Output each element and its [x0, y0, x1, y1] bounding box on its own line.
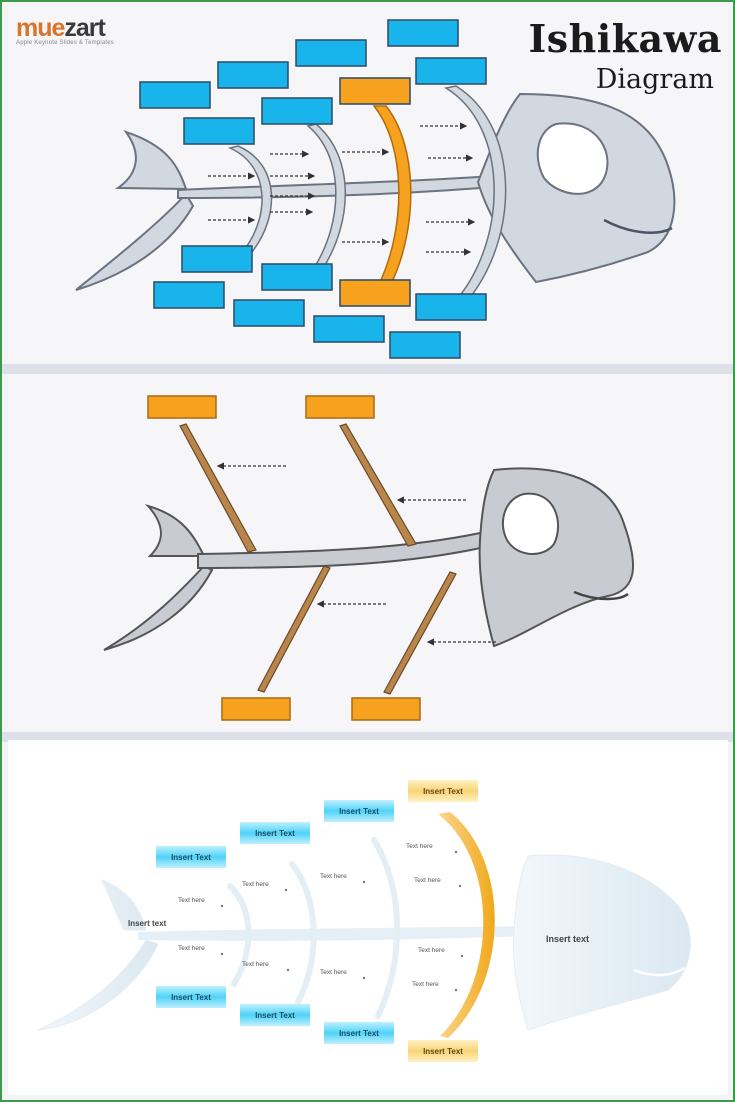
box-orange-bottom: [339, 279, 411, 307]
box-blue-3: [217, 61, 289, 89]
title-line-2: Diagram: [595, 64, 714, 95]
box-blue-8: [181, 245, 253, 273]
fish-head: [513, 854, 691, 1031]
template-box-4-label: Insert Text: [423, 787, 463, 796]
bone-bottom-right: [383, 571, 457, 695]
box-orange-4: [351, 697, 421, 721]
box-blue-1: [139, 81, 211, 109]
panel-colored-fishbone: muezart Apple Keynote Slides & Templates…: [8, 6, 728, 364]
bone-top-left: [179, 423, 257, 553]
box-blue-5: [295, 39, 367, 67]
rib-pale-3: [371, 837, 400, 1019]
fish-tail: [37, 879, 159, 1031]
box-orange-3: [221, 697, 291, 721]
template-box-3: [324, 800, 394, 822]
fishbone-diagram-colored: [75, 19, 676, 359]
cause-text-6: Text here: [320, 969, 347, 976]
panel-simple-fishbone: [8, 374, 728, 732]
template-box-8-label: Insert Text: [423, 1047, 463, 1056]
fish-head: [478, 467, 635, 648]
bone-bottom-left: [257, 565, 331, 693]
template-box-4: [408, 780, 478, 802]
rib-1: [227, 145, 273, 253]
fishbone-diagram-simple: [103, 395, 635, 721]
head-label: Insert text: [546, 934, 589, 944]
template-box-1: [156, 846, 226, 868]
template-box-3-label: Insert Text: [339, 807, 379, 816]
template-box-7-label: Insert Text: [339, 1029, 379, 1038]
box-blue-2: [183, 117, 255, 145]
cause-arrows: [208, 122, 476, 256]
template-box-6-label: Insert Text: [255, 1011, 295, 1020]
cause-text-5: Text here: [320, 873, 347, 880]
cause-text-1: Text here: [178, 897, 205, 904]
cause-text-8: Text here: [414, 877, 441, 884]
tail-label: Insert text: [128, 919, 167, 928]
template-box-1-label: Insert Text: [171, 853, 211, 862]
logo-text-part2: zart: [64, 14, 105, 42]
cause-text-4: Text here: [242, 961, 269, 968]
panel-template-fishbone: Insert Text Insert Text Insert Text Inse…: [8, 740, 728, 1095]
cause-text-9: Text here: [418, 947, 445, 954]
template-box-2: [240, 822, 310, 844]
fishbone-template: Insert Text Insert Text Insert Text Inse…: [37, 780, 691, 1062]
box-orange-1: [147, 395, 217, 419]
separator-1: [2, 364, 733, 374]
template-box-7: [324, 1022, 394, 1044]
separator-2: [2, 732, 733, 742]
box-blue-11: [233, 299, 305, 327]
cause-text-3: Text here: [242, 881, 269, 888]
fish-mouth: [573, 590, 629, 601]
template-box-5: [156, 986, 226, 1008]
fish-eye: [536, 122, 609, 195]
brand-logo: muezart Apple Keynote Slides & Templates: [16, 14, 114, 46]
box-blue-13: [415, 293, 487, 321]
cause-arrows: [216, 462, 496, 646]
rib-gold: [438, 812, 495, 1038]
box-blue-10: [261, 263, 333, 291]
fish-spine: [138, 926, 528, 941]
fish-mouth: [633, 966, 685, 977]
template-box-8: [408, 1040, 478, 1062]
cause-text-10: Text here: [412, 981, 439, 988]
box-blue-9: [153, 281, 225, 309]
fish-tail: [103, 504, 214, 651]
rib-pale-1: [227, 883, 252, 987]
fish-tail: [75, 130, 195, 291]
box-blue-4: [261, 97, 333, 125]
cause-text-7: Text here: [406, 843, 433, 850]
title-line-1: Ishikawa: [528, 16, 722, 61]
bone-top-right: [339, 423, 417, 547]
rib-4: [443, 85, 507, 301]
box-blue-12: [313, 315, 385, 343]
box-blue-14: [389, 331, 461, 359]
logo-tagline: Apple Keynote Slides & Templates: [16, 40, 115, 46]
box-orange-top: [339, 77, 411, 105]
box-orange-2: [305, 395, 375, 419]
logo-text-part1: mue: [16, 14, 65, 42]
box-blue-7: [415, 57, 487, 85]
template-box-5-label: Insert Text: [171, 993, 211, 1002]
logo-wordmark: muezart: [16, 14, 114, 43]
template-box-2-label: Insert Text: [255, 829, 295, 838]
cause-text-2: Text here: [178, 945, 205, 952]
box-blue-6: [387, 19, 459, 47]
fish-mouth: [603, 218, 673, 234]
fish-eye: [501, 492, 559, 556]
rib-pale-2: [289, 861, 317, 1005]
template-box-6: [240, 1004, 310, 1026]
